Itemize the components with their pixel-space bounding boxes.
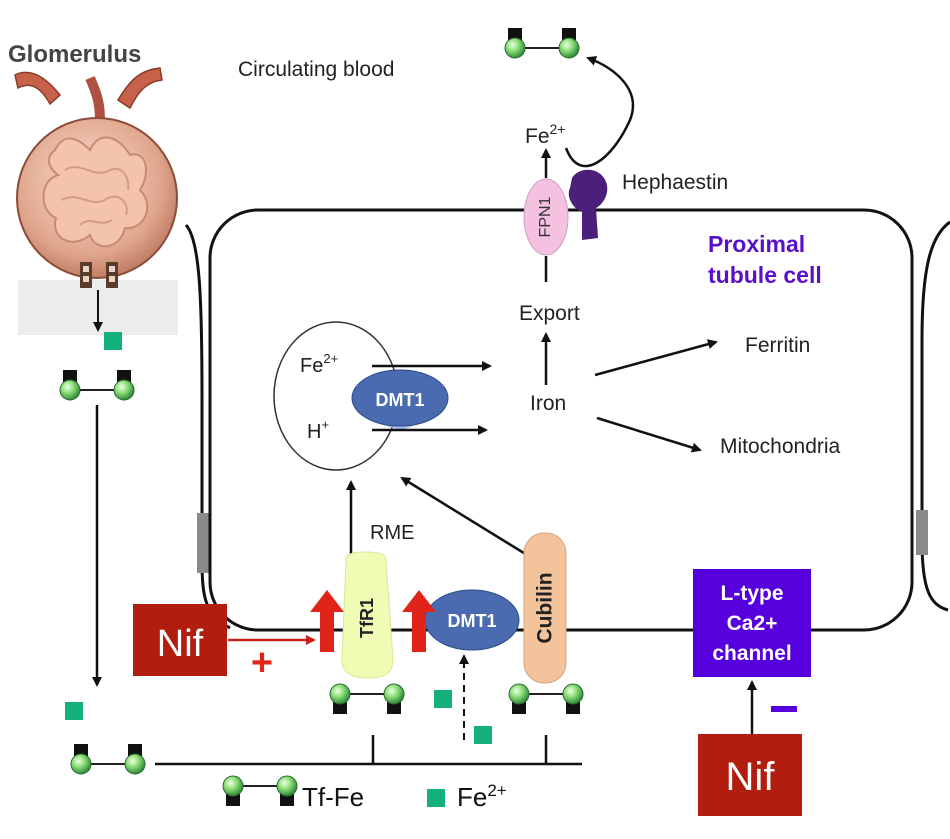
nif-left-label: Nif [157,623,204,665]
iron-to-mitochondria-arrow [596,416,702,453]
hephaestin-label: Hephaestin [622,171,728,194]
nif-bottom-label: Nif [726,755,776,799]
tfr1-upregulation-arrow [310,590,344,652]
tfr1-receptor [341,551,394,679]
dmt1-endosome-label: DMT1 [376,390,425,410]
l-type-label-line2: Ca2+ [727,612,778,635]
blood-tf-fe [504,27,580,59]
dmt1-fe-square-lower [474,726,492,744]
cubilin-label: Cubilin [534,572,557,643]
circulating-blood-label: Circulating blood [238,58,394,81]
iron-to-ferritin-arrow [594,339,718,377]
nif-left-box [133,604,227,676]
legend-tf-fe-icon [222,775,298,807]
filtered-tf-fe [59,369,135,401]
endosome-fe-label: Fe2+ [300,351,338,377]
mitochondria-label: Mitochondria [720,435,841,458]
legend-fe-square [427,789,445,807]
l-type-label-line1: L-type [721,582,784,605]
ferritin-label: Ferritin [745,334,810,357]
tfr1-label: TfR1 [357,598,377,638]
l-type-ca-channel [693,569,811,677]
endosome-h-label: H+ [307,417,329,443]
iron-label: Iron [530,392,566,415]
dmt1-upregulation-arrow [402,590,436,652]
minus-sign [771,706,797,712]
glomerulus-illustration [14,67,178,335]
fe-export-label: Fe2+ [525,121,565,148]
l-type-label-line3: channel [712,642,791,665]
right-cell-edge [920,220,950,612]
lumen-fe-square [65,702,83,720]
dmt1-fe-square-upper [434,690,452,708]
fpn1-transporter [523,178,569,256]
plus-sign: + [251,642,273,684]
export-label: Export [519,302,580,325]
legend-fe-label: Fe2+ [457,781,507,812]
cubilin-to-endosome-arrow [400,476,533,560]
lumen-tf-fe [70,743,146,775]
fpn1-label: FPN1 [537,196,554,237]
cubilin-bound-tf-fe [508,683,584,715]
legend-tf-fe-label: Tf-Fe [302,782,364,812]
tfr1-bound-tf-fe [329,683,405,715]
glomerulus-label: Glomerulus [8,41,141,68]
dmt1-membrane-label: DMT1 [448,611,497,631]
filtered-fe-square [104,332,122,350]
hephaestin-export-arrow [564,56,635,168]
hephaestin-protein [568,169,608,240]
nif-bottom-box [698,734,802,816]
proximal-label-line1: Proximal [708,231,805,257]
cubilin-receptor [523,532,567,684]
rme-label: RME [370,522,414,544]
dmt1-endosome [351,369,449,427]
proximal-label-line2: tubule cell [708,262,822,288]
